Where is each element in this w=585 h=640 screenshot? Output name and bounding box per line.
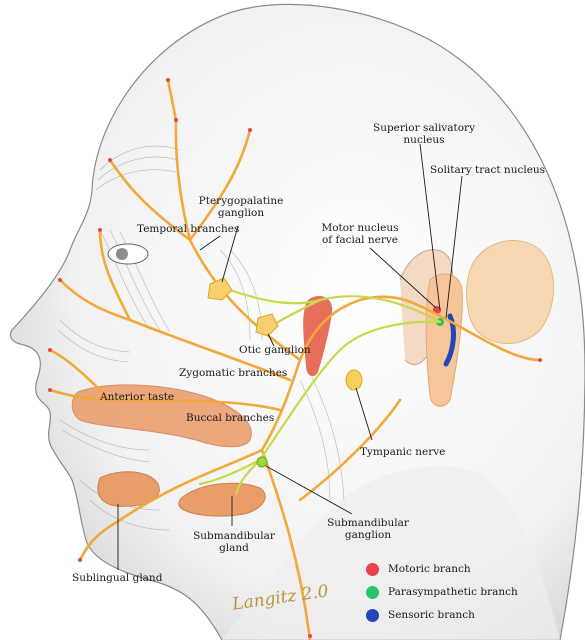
legend-label-parasympathetic: Parasympathetic branch [388,586,518,598]
label-line: gland [190,542,278,554]
legend-dot-motoric [366,563,379,576]
label-line: ganglion [196,207,286,219]
cerebellum [467,240,554,343]
label-solitary-tract-nucleus: Solitary tract nucleus [430,164,545,176]
label-line: Superior salivatory [368,122,480,134]
legend-motoric: Motoric branch [366,561,471,577]
label-zygomatic-branches: Zygomatic branches [179,367,287,379]
label-submandibular-ganglion: Submandibular ganglion [324,517,412,541]
label-otic-ganglion: Otic ganglion [239,344,311,356]
label-superior-salivatory-nucleus: Superior salivatory nucleus [368,122,480,146]
legend-label-sensoric: Sensoric branch [388,609,475,621]
label-line: Submandibular [190,530,278,542]
legend-dot-parasympathetic [366,586,379,599]
legend-parasympathetic: Parasympathetic branch [366,584,518,600]
legend-dot-sensoric [366,609,379,622]
legend-sensoric: Sensoric branch [366,607,475,623]
label-motor-nucleus: Motor nucleus of facial nerve [320,222,400,246]
label-submandibular-gland: Submandibular gland [190,530,278,554]
label-temporal-branches: Temporal branches [137,223,239,235]
label-line: ganglion [324,529,412,541]
label-tympanic-nerve: Tympanic nerve [360,446,445,458]
tympanic-cavity [346,370,362,390]
label-anterior-taste: Anterior taste [100,391,174,403]
label-sublingual-gland: Sublingual gland [72,572,162,584]
label-line: Pterygopalatine [196,195,286,207]
label-line: Motor nucleus [320,222,400,234]
label-line: of facial nerve [320,234,400,246]
submandibular-ganglion-shape [257,457,267,467]
label-buccal-branches: Buccal branches [186,412,274,424]
iris [116,248,128,260]
label-pterygopalatine-ganglion: Pterygopalatine ganglion [196,195,286,219]
label-line: nucleus [368,134,480,146]
label-line: Submandibular [324,517,412,529]
legend-label-motoric: Motoric branch [388,563,471,575]
